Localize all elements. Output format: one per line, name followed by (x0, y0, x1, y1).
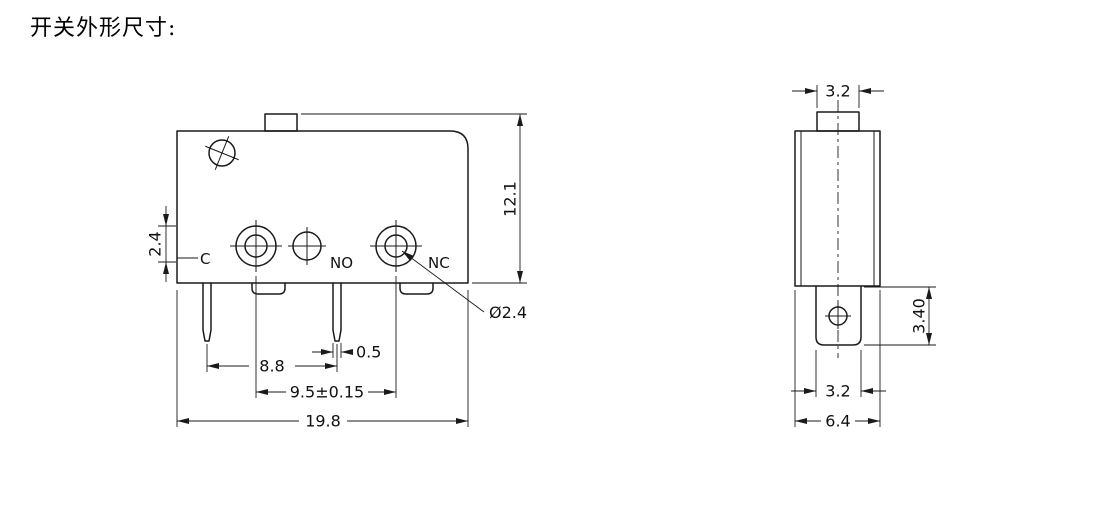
terminal-c (230, 220, 282, 272)
dim-hole-diameter-label: Ø2.4 (489, 303, 527, 322)
dim-hole-spacing-label: 9.5±0.15 (290, 383, 364, 402)
dim-terminal-block-width: 3.2 (791, 350, 886, 401)
pin-left (202, 282, 212, 342)
label-terminal-no: NO (330, 254, 353, 272)
dim-plunger-width: 3.2 (792, 82, 884, 108)
dim-terminal-offset-label: 2.4 (146, 231, 165, 256)
dim-body-depth: 6.4 (794, 290, 881, 431)
dim-body-width: 19.8 (176, 290, 469, 431)
side-body-outline (794, 111, 881, 346)
dim-body-width-label: 19.8 (305, 412, 341, 431)
dim-plunger-width-label: 3.2 (825, 82, 850, 101)
dim-terminal-offset: 2.4 (146, 206, 176, 282)
pin-middle (332, 282, 342, 342)
dim-hole-diameter: Ø2.4 (401, 250, 527, 322)
dim-body-height-label: 12.1 (501, 181, 520, 217)
dim-pin-spacing-label: 8.8 (259, 357, 284, 376)
side-view: 3.2 3.40 3.2 (791, 82, 936, 431)
front-body-outline (176, 113, 469, 342)
plunger-front (264, 113, 298, 132)
label-terminal-nc: NC (428, 254, 450, 272)
mounting-hole (205, 136, 239, 170)
dim-hole-spacing: 9.5±0.15 (255, 276, 397, 402)
terminal-no (288, 227, 326, 265)
terminal-nc (370, 220, 422, 272)
dim-pin-width-label: 0.5 (356, 343, 381, 362)
dim-body-height: 12.1 (301, 113, 527, 284)
label-terminal-c: C (200, 250, 210, 268)
dim-terminal-block-height-label: 3.40 (910, 298, 929, 334)
dim-body-depth-label: 6.4 (825, 412, 850, 431)
dim-terminal-block-width-label: 3.2 (825, 382, 850, 401)
front-view: C NO NC 12.1 2.4 (146, 113, 527, 431)
terminal-block (815, 285, 862, 346)
dim-pin-spacing: 8.8 (206, 344, 338, 376)
page-title: 开关外形尺寸: (30, 16, 177, 41)
dim-terminal-block-height: 3.40 (864, 286, 936, 346)
dim-pin-width: 0.5 (312, 343, 381, 362)
